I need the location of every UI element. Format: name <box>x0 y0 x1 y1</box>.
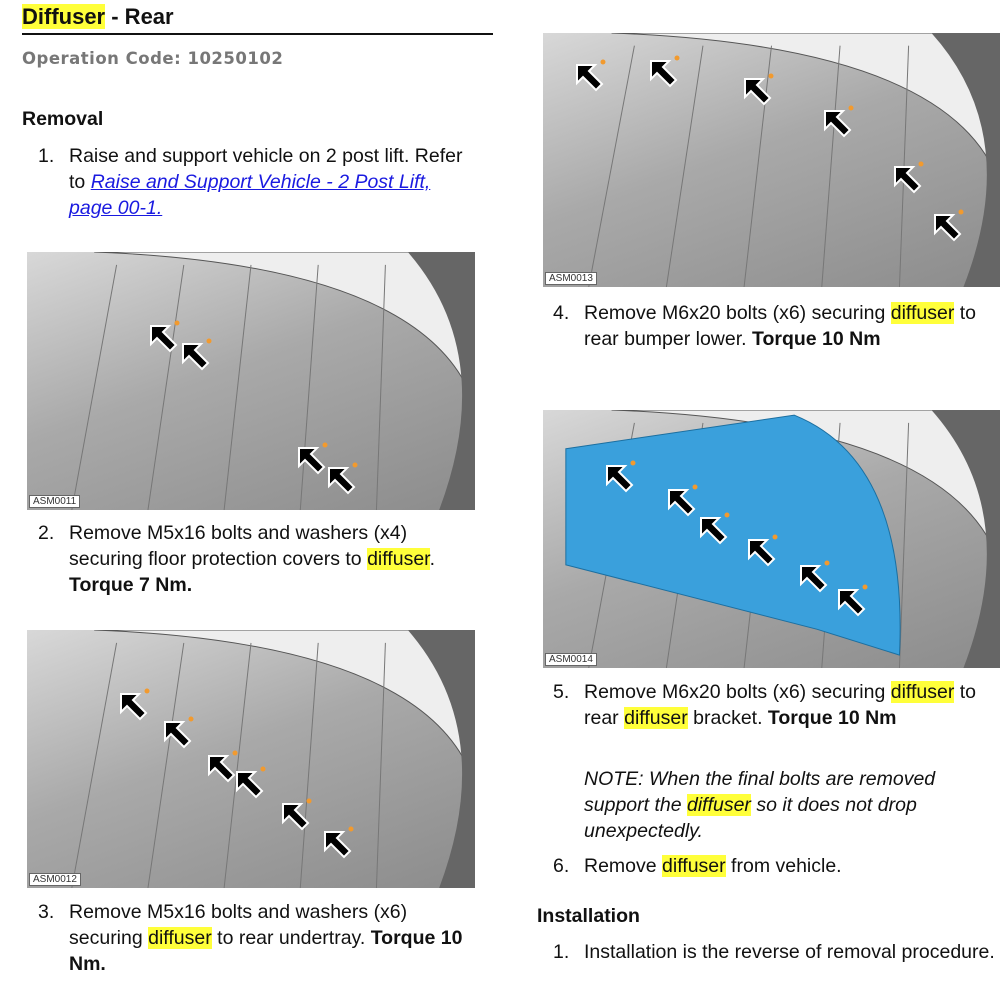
vehicle-underbody-illustration <box>565 410 1000 668</box>
figure-code: ASM0012 <box>29 873 81 886</box>
step-text: to rear <box>584 681 977 729</box>
figure-code: ASM0011 <box>29 495 81 508</box>
arrow-icon <box>576 59 606 92</box>
step: 1. Installation is the reverse of removal… <box>553 939 1003 965</box>
arrow-icon <box>164 716 194 749</box>
step-text: Remove M6x20 bolts (x6) securing <box>584 302 891 324</box>
arrow-icon <box>182 338 212 371</box>
arrow-icon <box>282 798 312 831</box>
figure-asm0014: ASM0014 <box>543 410 1000 668</box>
step-number: 4. <box>553 302 570 324</box>
installation-heading: Installation <box>537 905 640 927</box>
arrow-icon <box>298 442 328 475</box>
step-text: Raise and support vehicle on 2 post lift… <box>69 145 463 193</box>
title-highlight: Diffuser <box>22 4 106 29</box>
arrow-icon <box>150 320 180 353</box>
arrow-icon <box>700 512 730 545</box>
arrow-icon <box>934 209 964 242</box>
arrow-icon <box>650 55 680 88</box>
arrow-icon <box>236 766 266 799</box>
arrow-icon <box>748 534 778 567</box>
step-text: Remove M5x16 bolts and washers (x6) secu… <box>69 901 408 949</box>
arrow-icon <box>824 105 854 138</box>
arrow-icon <box>838 584 868 617</box>
step: 4. Remove M6x20 bolts (x6) securing diffu… <box>553 300 1003 352</box>
title-rest: - Rear <box>105 4 174 29</box>
arrow-icon <box>744 73 774 106</box>
vehicle-underbody-illustration <box>588 33 1000 287</box>
step: 2. Remove M5x16 bolts and washers (x4) se… <box>38 520 478 598</box>
step-text: to rear undertray. <box>211 927 371 949</box>
figure-asm0013: ASM0013 <box>543 33 1000 287</box>
step-text: from vehicle. <box>725 855 842 877</box>
step-text: Installation is the reverse of removal p… <box>584 941 995 963</box>
arrow-icon <box>324 826 354 859</box>
step-number: 2. <box>38 522 55 544</box>
step-text: NOTE: When the final bolts are removed s… <box>584 768 936 816</box>
step-number: 5. <box>553 681 570 703</box>
figure-code: ASM0014 <box>545 653 597 666</box>
step: 3. Remove M5x16 bolts and washers (x6) se… <box>38 899 478 977</box>
step-text: Remove M5x16 bolts and washers (x4) secu… <box>69 522 408 570</box>
figure-asm0011: ASM0011 <box>27 252 475 510</box>
step-number: 6. <box>553 855 570 877</box>
highlighted-term: diffuser <box>148 927 212 949</box>
highlighted-term: diffuser <box>890 681 955 703</box>
arrow-icon <box>800 560 830 593</box>
note: NOTE: When the final bolts are removed s… <box>553 766 1003 844</box>
page-title: Diffuser - Rear <box>22 4 174 30</box>
step-text: . <box>429 548 436 570</box>
step-number: 1. <box>38 145 55 167</box>
step-text: bracket. <box>687 707 768 729</box>
arrow-icon <box>894 161 924 194</box>
step: 6. Remove diffuser from vehicle. <box>553 853 1003 879</box>
vehicle-underbody-illustration <box>71 630 475 888</box>
figure-asm0012: ASM0012 <box>27 630 475 888</box>
step: 1. Raise and support vehicle on 2 post li… <box>38 143 478 221</box>
title-rule <box>22 33 493 35</box>
step-number: 1. <box>553 941 570 963</box>
cross-reference-link[interactable]: Raise and Support Vehicle - 2 Post Lift,… <box>69 171 431 219</box>
highlighted-term: diffuser <box>686 794 751 816</box>
arrow-icon <box>328 462 358 495</box>
step-text: Remove M6x20 bolts (x6) securing <box>584 681 891 703</box>
step-text: Torque 10 Nm <box>767 707 897 729</box>
step: 5. Remove M6x20 bolts (x6) securing diffu… <box>553 679 1003 731</box>
vehicle-underbody-illustration <box>71 252 475 510</box>
step-text: Torque 10 Nm. <box>69 927 463 975</box>
highlighted-term: diffuser <box>890 302 955 324</box>
step-text: Torque 7 Nm. <box>69 574 193 596</box>
arrow-icon <box>208 750 238 783</box>
highlighted-term: diffuser <box>367 548 430 570</box>
step-text: to rear bumper lower. <box>584 302 977 350</box>
arrow-icon <box>120 688 150 721</box>
figure-code: ASM0013 <box>545 272 597 285</box>
step-text: so it does not drop unexpectedly. <box>584 794 917 842</box>
removal-heading: Removal <box>22 108 104 130</box>
highlighted-term: diffuser <box>662 855 726 877</box>
arrow-icon <box>606 460 636 493</box>
operation-code: Operation Code: 10250102 <box>22 49 284 68</box>
highlighted-term: diffuser <box>624 707 688 729</box>
arrow-icon <box>668 484 698 517</box>
step-text: Remove <box>584 855 663 877</box>
step-number: 3. <box>38 901 55 923</box>
step-text: Torque 10 Nm <box>752 328 881 350</box>
